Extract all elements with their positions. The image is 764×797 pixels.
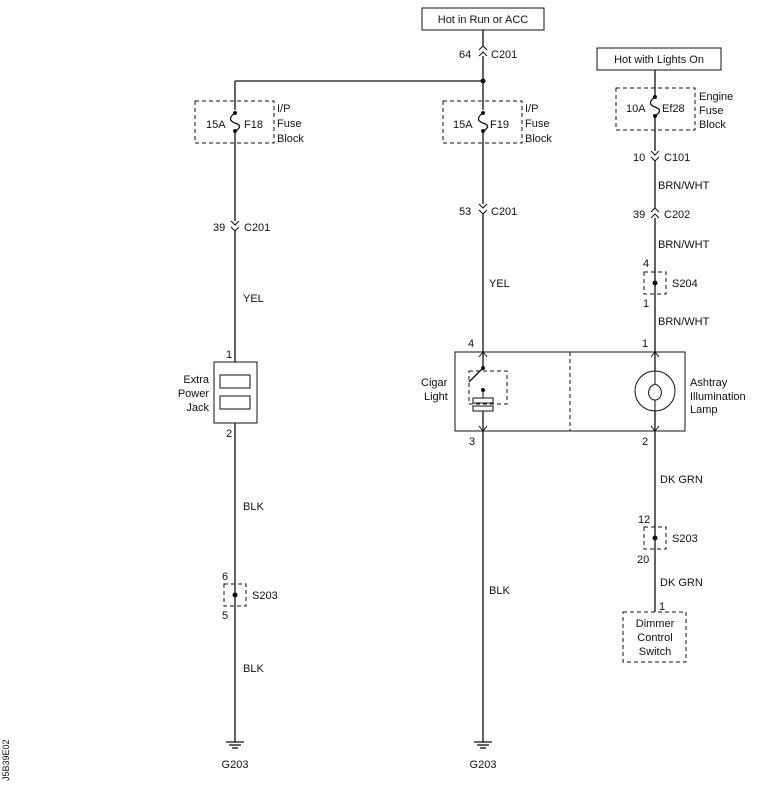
power-jack-pin-bottom: 2 [226,428,232,440]
splice-s203-left [223,583,247,607]
cigar-element-icon [472,397,494,404]
wire-right-color-1: BRN/WHT [658,180,710,192]
ashtray-lamp-label-1: Ashtray [690,377,728,389]
ashtray-lamp-pin-top: 1 [642,338,648,350]
cigar-light-pin-bottom: 3 [469,436,475,448]
wire-mid-lower-color: BLK [489,585,510,597]
wire-right-lower-color-1: DK GRN [660,474,703,486]
cigar-light-label-1: Cigar [421,377,448,389]
splice-s203-left-pin-in: 6 [222,571,228,583]
ashtray-lamp-pin-bottom: 2 [642,436,648,448]
connector-c201-mid-pin: 53 [459,206,471,218]
connector-c101-label: C101 [664,152,690,164]
cigar-light-pin-top: 4 [468,338,474,350]
ashtray-lamp-label-2: Illumination [690,391,746,403]
fuse-ef28-block-1: Engine [699,91,733,103]
connector-c101-pin: 10 [633,152,645,164]
connector-c201-mid-label: C201 [491,206,517,218]
fuse-f19-block-1: I/P [525,103,538,115]
fuse-f19-block-3: Block [525,133,552,145]
wire-right-lower-color-2: DK GRN [660,577,703,589]
fuse-f18-block-3: Block [277,133,304,145]
connector-c201-mid [478,203,488,215]
fuse-f19-rating: 15A [453,119,473,131]
splice-s204 [643,271,667,295]
fuse-block-f19 [442,100,523,144]
connector-c202 [650,207,660,219]
ashtray-lamp-label-3: Lamp [690,404,718,416]
power-jack-label-3: Jack [186,402,209,414]
connector-c101 [650,150,660,162]
splice-s203-left-pin-out: 5 [222,610,228,622]
splice-s204-pin-out: 1 [643,298,649,310]
fuse-f18-block-1: I/P [277,103,290,115]
figure-code: J5B39E02 [1,739,11,781]
wire-right-color-3: BRN/WHT [658,316,710,328]
splice-s203-right-pin-out: 20 [637,554,649,566]
source-box-lights-on [596,47,722,71]
fuse-f19-name: F19 [490,119,509,131]
wire-left-lower-color-1: BLK [243,501,264,513]
splice-s203-left-name: S203 [252,590,278,602]
power-jack-label-2: Power [178,388,210,400]
splice-s203-right-pin-in: 12 [638,514,650,526]
fuse-ef28-symbol [649,95,661,118]
connector-c201-top-pin: 64 [459,49,471,61]
fuse-block-ef28 [615,87,696,131]
wire-mid-upper-color: YEL [489,278,510,290]
source-lights-on-label: Hot with Lights On [614,54,704,66]
cigar-light-label-2: Light [424,391,448,403]
dimmer-switch-body [622,611,687,663]
cigar-ashtray-assembly [454,351,686,432]
ground-mid-label: G203 [470,759,497,771]
fuse-ef28-block-3: Block [699,119,726,131]
connector-c201-top [478,45,488,57]
splice-s204-pin-in: 4 [643,258,649,270]
connector-c201-left-pin: 39 [213,222,225,234]
dimmer-switch-pin: 1 [659,601,665,613]
fuse-ef28-rating: 10A [626,103,646,115]
connector-c202-pin: 39 [633,209,645,221]
fuse-block-f18 [194,100,275,144]
wire-left-upper-color: YEL [243,293,264,305]
dimmer-switch-label-3: Switch [639,646,671,658]
ground-left-label: G203 [222,759,249,771]
dimmer-switch-label-1: Dimmer [636,618,675,630]
fuse-f19-block-2: Fuse [525,118,549,130]
wire-left-lower-color-2: BLK [243,663,264,675]
power-jack-pin-top: 1 [226,349,232,361]
source-run-acc-label: Hot in Run or ACC [438,14,529,26]
fuse-f18-symbol [229,111,241,133]
fuse-ef28-name: Ef28 [662,103,685,115]
splice-s203-right [643,526,667,550]
connector-c202-label: C202 [664,209,690,221]
fuse-f18-block-2: Fuse [277,118,301,130]
fuse-ef28-block-2: Fuse [699,105,723,117]
dimmer-switch-label-2: Control [637,632,672,644]
fuse-f19-symbol [477,111,489,133]
splice-s204-name: S204 [672,278,698,290]
power-jack-label-1: Extra [183,374,210,386]
fuse-f18-name: F18 [244,119,263,131]
connector-c201-left [230,220,240,232]
wire-right-color-2: BRN/WHT [658,239,710,251]
ground-left-icon [226,741,244,749]
connector-c201-top-label: C201 [491,49,517,61]
splice-s203-right-name: S203 [672,533,698,545]
power-jack-body [213,361,258,424]
fuse-f18-rating: 15A [206,119,226,131]
ground-mid-icon [474,741,492,749]
connector-c201-left-label: C201 [244,222,270,234]
